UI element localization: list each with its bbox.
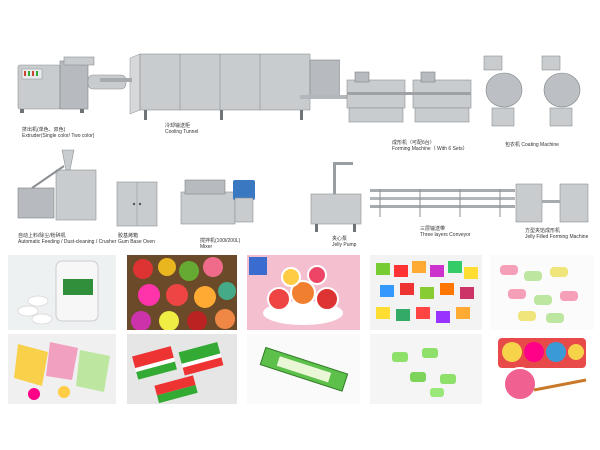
extruder-label-cn: 挤出机(单色、双色)	[22, 127, 66, 133]
three-layer-conveyor-label-en: Three layers Conveyor	[420, 232, 471, 238]
coating-machine-label-en: Coating Machine	[521, 142, 559, 148]
coating-machine	[480, 52, 592, 136]
forming-machine-label: 成形机（可配6台） Forming Machine（ With 6 Sets）	[392, 140, 468, 152]
assorted-candy-photo	[127, 255, 237, 330]
lollipop-display-photo	[490, 334, 594, 404]
gum-base-oven-label-en: Gum Base Oven	[118, 239, 155, 245]
gum-bottle-photo	[8, 255, 116, 330]
three-layer-conveyor-label-cn: 三层输送带	[420, 226, 446, 232]
gum-base-oven-label-cn: 胶基烤箱	[118, 233, 139, 239]
automatic-feeding-label: 自动上料/除尘/粉碎机 Automatic Feeding / Dust-cle…	[18, 233, 116, 245]
jelly-filled-forming-label-en: Jelly Filled Forming Machine	[525, 234, 589, 240]
jelly-filled-forming-machine	[512, 178, 594, 228]
jelly-pump-label: 夹心泵 Jelly Pump	[332, 236, 356, 248]
cooling-tunnel-label: 冷却输送柜 Cooling Tunnel	[165, 123, 198, 135]
pillow-gum-photo	[490, 255, 594, 330]
packaged-gum-photo	[247, 334, 360, 404]
three-layer-conveyor-label: 三层输送带 Three layers Conveyor	[420, 226, 471, 238]
automatic-feeding-label-en: Automatic Feeding / Dust-cleaning / Crus…	[18, 239, 117, 245]
mixer-label: 搅拌机(100l/200L) Mixer	[200, 238, 240, 250]
cooling-tunnel-machine	[100, 50, 341, 128]
mixer-machine	[175, 172, 265, 232]
mixer-label-en: Mixer	[200, 244, 213, 250]
round-candy-bowl-photo	[247, 255, 360, 330]
cube-gum-photo	[370, 255, 482, 330]
three-layer-conveyor-machine	[370, 185, 515, 220]
jelly-pump-machine	[305, 160, 370, 235]
extruder-label: 挤出机(单色、双色) Extruder(Single color/ Two co…	[22, 127, 94, 139]
jelly-pump-label-cn: 夹心泵	[332, 236, 348, 242]
forming-machine-label-en: Forming Machine（ With 6 Sets）	[392, 146, 468, 152]
mixer-label-cn: 搅拌机(100l/200L)	[200, 238, 241, 244]
jelly-pump-label-en: Jelly Pump	[332, 242, 357, 248]
green-pellets-photo	[370, 334, 482, 404]
gum-sticks-photo	[8, 334, 116, 404]
coating-machine-label-cn: 包衣机	[505, 142, 521, 148]
jelly-filled-forming-label-cn: 方型夹馅成形机	[525, 228, 561, 234]
conveyor-link	[300, 88, 352, 99]
jelly-filled-forming-label: 方型夹馅成形机 Jelly Filled Forming Machine	[525, 228, 588, 240]
cooling-tunnel-label-cn: 冷却输送柜	[165, 123, 191, 129]
coating-machine-label: 包衣机 Coating Machine	[505, 142, 559, 148]
forming-machine	[345, 68, 475, 130]
automatic-feeding-label-cn: 自动上料/除尘/粉碎机	[18, 233, 66, 239]
striped-gum-photo	[127, 334, 237, 404]
cooling-tunnel-label-en: Cooling Tunnel	[165, 129, 199, 135]
automatic-feeding-machine	[12, 148, 107, 228]
gum-base-oven-machine	[115, 180, 160, 230]
extruder-label-en: Extruder(Single color/ Two color)	[22, 133, 95, 139]
forming-machine-label-cn: 成形机（可配6台）	[392, 140, 435, 146]
gum-base-oven-label: 胶基烤箱 Gum Base Oven	[118, 233, 155, 245]
